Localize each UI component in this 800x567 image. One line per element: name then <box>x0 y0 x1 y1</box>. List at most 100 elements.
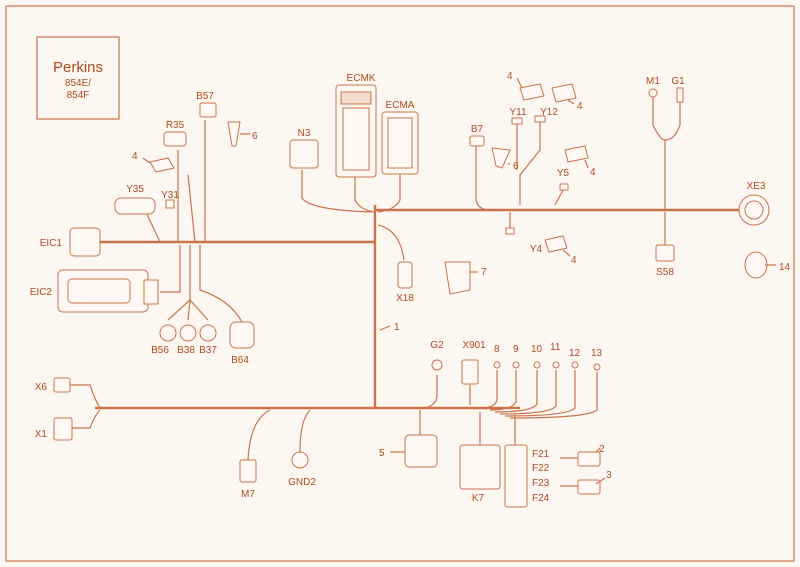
label-n3: N3 <box>298 128 311 139</box>
label-f24: F24 <box>532 493 550 504</box>
xe3-cap <box>744 251 768 279</box>
b7-seal <box>491 147 511 169</box>
brand-model-line1: 854E/ <box>65 78 91 89</box>
xe3-connector-inner <box>744 200 764 220</box>
label-x1: X1 <box>35 429 48 440</box>
conn-13 <box>593 363 601 371</box>
label-gnd2: GND2 <box>288 477 316 488</box>
x6-connector <box>53 377 71 393</box>
label-ecmk: ECMK <box>347 73 376 84</box>
callout-4-y5: 4 <box>590 167 596 178</box>
y35-coil <box>149 157 175 173</box>
conn-10 <box>533 361 541 369</box>
label-eic1: EIC1 <box>40 238 63 249</box>
b64-sensor <box>229 321 255 349</box>
label-f23: F23 <box>532 478 550 489</box>
label-b37: B37 <box>199 345 217 356</box>
y5-connector <box>559 183 569 191</box>
b37-sensor <box>199 324 217 342</box>
label-x901: X901 <box>462 340 486 351</box>
callout-4-y4: 4 <box>571 255 577 266</box>
callout-9: 9 <box>513 344 519 355</box>
harness-lines <box>70 93 740 461</box>
label-b64: B64 <box>231 355 249 366</box>
ecma-module <box>381 111 419 175</box>
callout-3: 3 <box>606 470 612 481</box>
fuse-3 <box>577 479 601 495</box>
conn-11 <box>552 361 560 369</box>
callout-4-y11: 4 <box>507 71 513 82</box>
b7-sensor <box>469 135 485 147</box>
callout-10: 10 <box>531 344 543 355</box>
label-s58: S58 <box>656 267 674 278</box>
conn-9 <box>512 361 520 369</box>
label-x6: X6 <box>35 382 48 393</box>
b57-sensor <box>199 102 217 118</box>
label-r35: R35 <box>166 120 185 131</box>
label-xe3: XE3 <box>747 181 766 192</box>
label-b7: B7 <box>471 124 484 135</box>
label-f22: F22 <box>532 463 550 474</box>
label-f21: F21 <box>532 449 550 460</box>
callout-leaders <box>142 77 776 485</box>
k7-relay-holder <box>459 444 501 490</box>
label-y31: Y31 <box>161 190 179 201</box>
g2-terminal <box>431 359 443 371</box>
n3-connector <box>289 139 319 169</box>
callout-12: 12 <box>569 348 581 359</box>
y11-coil <box>519 83 545 101</box>
label-k7: K7 <box>472 493 485 504</box>
b56-sensor <box>159 324 177 342</box>
label-g1: G1 <box>671 76 685 87</box>
callout-11: 11 <box>550 342 561 353</box>
y31-connector <box>165 199 175 209</box>
brand-model-line2: 854F <box>67 90 90 101</box>
callout-4-y12: 4 <box>577 101 583 112</box>
callout-6-b57: 6 <box>252 131 258 142</box>
callout-8: 8 <box>494 344 500 355</box>
label-y5: Y5 <box>557 168 570 179</box>
label-g2: G2 <box>430 340 444 351</box>
label-m7: M7 <box>241 489 255 500</box>
label-y11: Y11 <box>509 107 526 118</box>
eic2-connector <box>57 269 159 313</box>
callout-numbers: 1 2 3 4 4 4 4 4 5 6 6 7 8 9 10 11 12 13 … <box>132 71 791 481</box>
label-ecma: ECMA <box>386 100 415 111</box>
y4-coil <box>544 235 568 253</box>
y4-connector <box>505 227 515 235</box>
callout-5: 5 <box>379 448 385 459</box>
label-b38: B38 <box>177 345 195 356</box>
label-b57: B57 <box>196 91 214 102</box>
gnd2-terminal <box>291 451 309 469</box>
label-m1: M1 <box>646 76 660 87</box>
component-labels: ECMK ECMA N3 R35 B57 Y35 Y31 EIC1 EIC2 B… <box>30 73 766 504</box>
label-y12: Y12 <box>540 107 558 118</box>
callout-7: 7 <box>481 267 487 278</box>
label-eic2: EIC2 <box>30 287 53 298</box>
eic1-connector <box>69 227 101 257</box>
callout-13: 13 <box>591 348 603 359</box>
s58-switch <box>655 244 675 262</box>
y12-coil <box>551 83 577 103</box>
label-y35: Y35 <box>126 184 144 195</box>
conn-12 <box>571 361 579 369</box>
callout-1: 1 <box>394 322 400 333</box>
x18-connector <box>397 261 413 289</box>
fuse-2 <box>577 451 601 467</box>
callout-6-b7: 6 <box>513 161 519 172</box>
x18-cover <box>444 261 471 295</box>
y5-coil <box>564 145 589 163</box>
y35-connector <box>114 197 156 215</box>
conn-8 <box>493 361 501 369</box>
y12-connector <box>534 115 546 123</box>
callout-4-y35: 4 <box>132 151 138 162</box>
label-y4: Y4 <box>530 244 543 255</box>
m7-connector <box>239 459 257 483</box>
x901-connector <box>461 359 479 385</box>
fuse-block <box>504 444 528 508</box>
label-x18: X18 <box>396 293 414 304</box>
callout-14: 14 <box>779 262 791 273</box>
relay <box>404 434 438 468</box>
brand-name: Perkins <box>53 59 103 76</box>
